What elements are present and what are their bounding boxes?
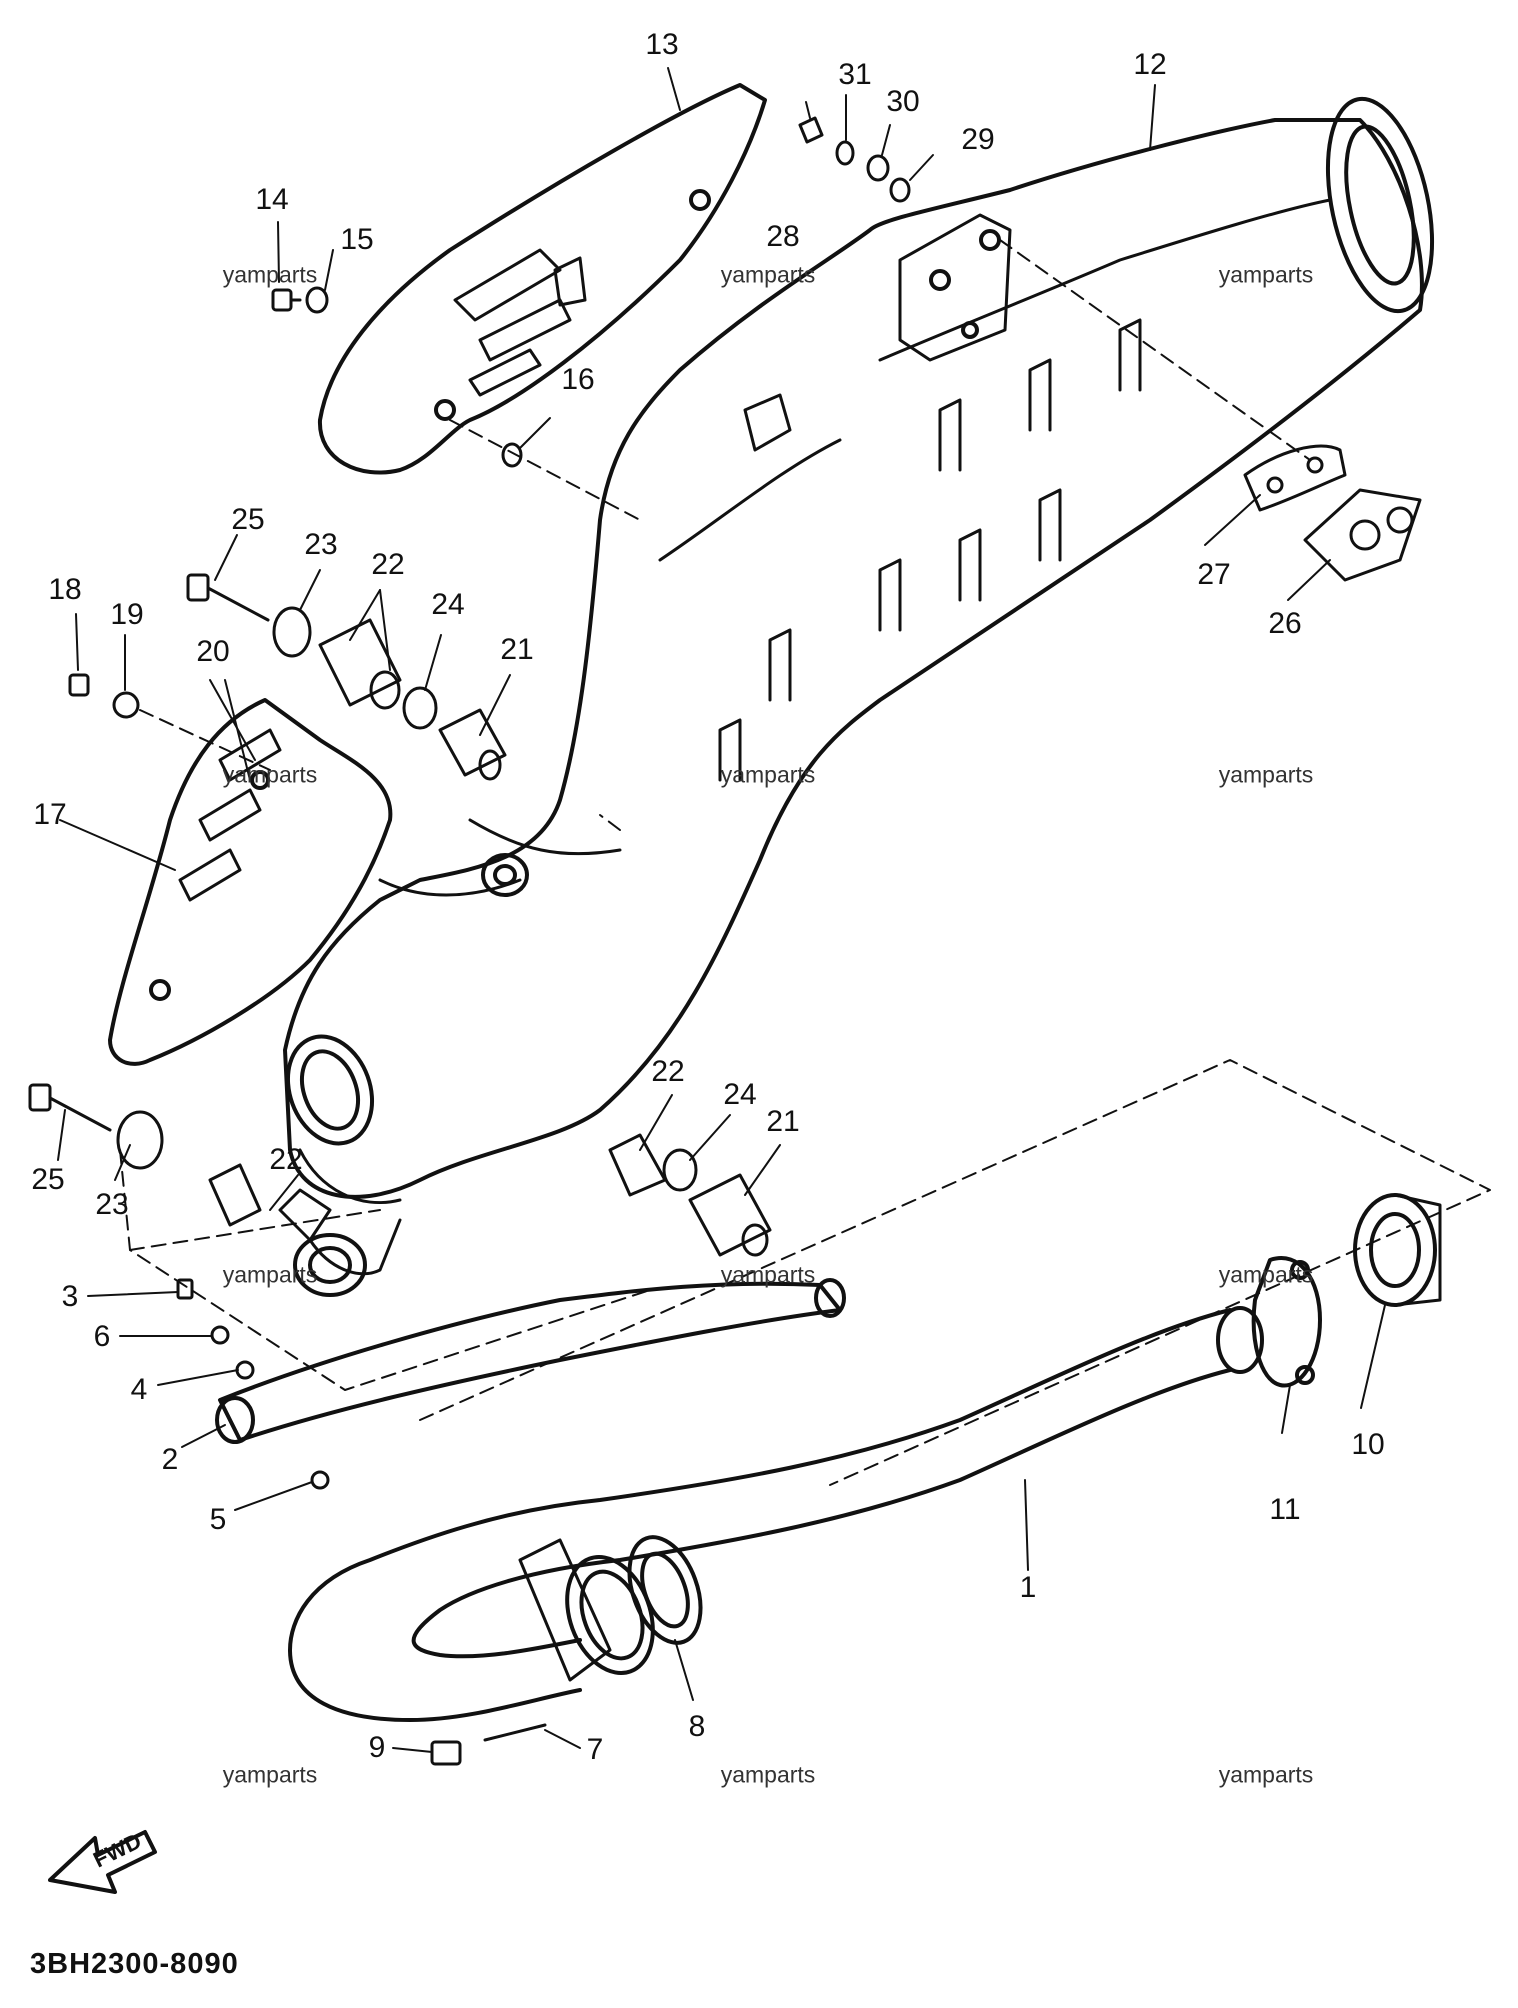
watermark: yamparts	[720, 261, 816, 288]
callout-22-lower-left: 22	[269, 1143, 303, 1176]
callout-16: 16	[561, 363, 595, 396]
callout-3: 3	[61, 1280, 79, 1313]
callout-1: 1	[1019, 1571, 1037, 1604]
callout-20: 20	[196, 635, 230, 668]
callout-24-upper: 24	[431, 588, 465, 621]
callout-12: 12	[1133, 48, 1167, 81]
callout-23-upper: 23	[304, 528, 338, 561]
leader-lines	[57, 67, 1386, 1753]
callout-17: 17	[33, 798, 67, 831]
drawing-code: 3BH2300-8090	[30, 1948, 239, 1980]
watermark: yamparts	[1218, 1261, 1314, 1288]
callout-30: 30	[886, 85, 920, 118]
side-heat-protector	[108, 698, 393, 1066]
callout-14: 14	[255, 183, 289, 216]
callout-28: 28	[766, 220, 800, 253]
watermark: yamparts	[720, 1261, 816, 1288]
exhaust-gasket	[627, 1535, 703, 1645]
callout-13: 13	[645, 28, 679, 61]
callout-19: 19	[110, 598, 144, 631]
watermark: yamparts	[222, 1761, 318, 1788]
exhaust-joint	[1353, 1193, 1442, 1307]
callout-21-upper: 21	[500, 633, 534, 666]
callout-21-lower: 21	[766, 1105, 800, 1138]
callout-10: 10	[1351, 1428, 1385, 1461]
callout-26: 26	[1268, 607, 1302, 640]
callout-29: 29	[961, 123, 995, 156]
exhaust-pipe	[288, 1306, 1264, 1722]
watermark: yamparts	[1218, 761, 1314, 788]
callout-5: 5	[209, 1503, 227, 1536]
callout-8: 8	[688, 1710, 706, 1743]
watermark: yamparts	[222, 261, 318, 288]
callout-11: 11	[1269, 1493, 1301, 1526]
callout-9: 9	[368, 1731, 386, 1764]
watermark: yamparts	[720, 761, 816, 788]
callout-22-upper: 22	[371, 548, 405, 581]
callout-31: 31	[838, 58, 872, 91]
callout-22-lower-right: 22	[651, 1055, 685, 1088]
callout-23-lower: 23	[95, 1188, 129, 1221]
fwd-label: FWD	[89, 1828, 145, 1872]
callout-25-upper: 25	[231, 503, 265, 536]
callout-15: 15	[340, 223, 374, 256]
callout-7: 7	[586, 1733, 604, 1766]
callout-6: 6	[93, 1320, 111, 1353]
fwd-arrow-icon: FWD	[48, 1828, 157, 1894]
watermark: yamparts	[222, 1261, 318, 1288]
fasteners	[28, 116, 1422, 1766]
assembly-lines	[119, 239, 1491, 1486]
watermark: yamparts	[222, 761, 318, 788]
upper-heat-protector	[317, 83, 767, 475]
callout-4: 4	[130, 1373, 148, 1406]
pipe-protector	[215, 1278, 846, 1444]
watermark: yamparts	[1218, 261, 1314, 288]
callout-18: 18	[48, 573, 82, 606]
callout-27: 27	[1197, 558, 1231, 591]
callout-24-lower: 24	[723, 1078, 757, 1111]
watermark: yamparts	[720, 1761, 816, 1788]
callout-2: 2	[161, 1443, 179, 1476]
callout-25-lower: 25	[31, 1163, 65, 1196]
watermark: yamparts	[1218, 1761, 1314, 1788]
